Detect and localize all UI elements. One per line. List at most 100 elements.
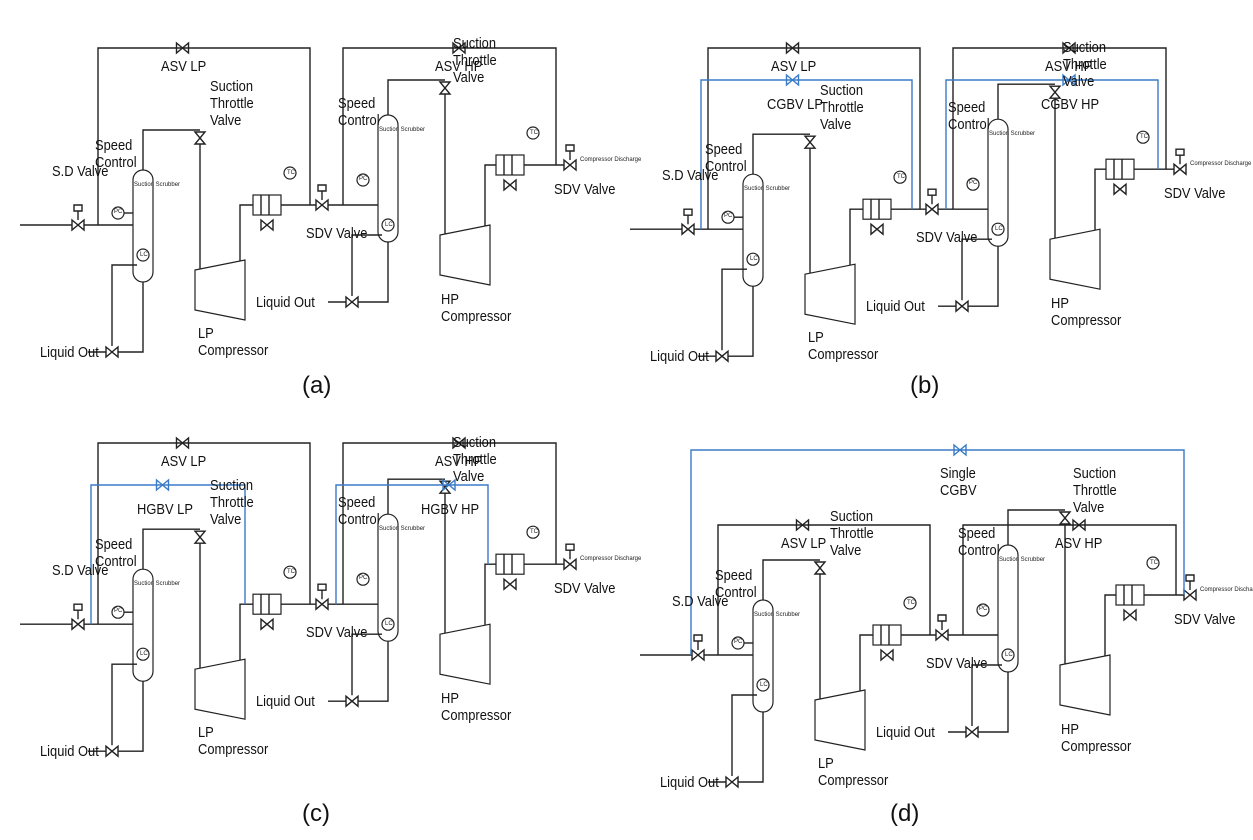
hp-lc-text: LC — [385, 222, 393, 228]
lp-lc-icon — [756, 678, 770, 692]
hp-liquid-valve-symbol — [955, 299, 969, 313]
panel-a-schematic — [20, 41, 577, 359]
sdv-mid-label: SDV Valve — [916, 229, 978, 247]
hp-lc-text: LC — [385, 621, 393, 628]
sdv-mid-symbol — [315, 198, 329, 212]
hp-pc-text: PC — [359, 176, 368, 182]
sd-valve-actuator — [73, 204, 83, 220]
hp-suction-throttle-symbol — [1058, 511, 1072, 525]
lp-tc-text: TC — [287, 170, 295, 176]
liquid-out-lp-label: Liquid Out — [40, 344, 99, 361]
lp-discharge-line — [239, 204, 255, 261]
hp-pc-text: PC — [969, 180, 978, 187]
lp-pc-text: PC — [114, 608, 123, 615]
hp-cooler-symbol — [495, 154, 525, 176]
lp-gas-up-line — [762, 559, 820, 600]
hgbv-lp-symbol — [155, 478, 170, 492]
lp-tc-text: TC — [287, 569, 295, 576]
hp-pc-icon — [966, 177, 980, 191]
asv-lp-label: ASV LP — [780, 535, 826, 552]
lp-liquid-line — [118, 282, 144, 353]
lp-suction-throttle-symbol — [193, 530, 207, 544]
sdv-end-symbol — [1173, 162, 1187, 176]
hp-liquid-line — [358, 641, 389, 702]
lp-lc-signal — [111, 663, 137, 746]
cgbv-hp-loop — [945, 79, 1159, 210]
hp-tc-text: TC — [1150, 560, 1158, 566]
lp-tc-icon — [283, 565, 297, 579]
hp-lc-signal — [971, 664, 1002, 726]
lp-liquid-line — [118, 681, 144, 752]
hgbv-hp-loop — [335, 484, 489, 605]
lp-lc-icon — [136, 248, 150, 262]
hp-cooler-tubes — [1123, 585, 1133, 605]
hp-pc-text: PC — [979, 606, 988, 612]
asv-hp-symbol — [1062, 41, 1076, 55]
hgbv-hp-label: HGBV HP — [421, 501, 480, 518]
asv-hp-symbol — [1072, 518, 1086, 532]
hp-cooler-symbol — [495, 553, 525, 575]
hp-lc-icon — [381, 218, 395, 232]
hp-lc-text: LC — [995, 226, 1003, 233]
panel-d-caption: (d) — [890, 800, 920, 827]
hp-pc-icon — [976, 603, 990, 617]
asv-hp-symbol — [452, 41, 466, 55]
hp-liquid-valve-symbol — [965, 725, 979, 739]
lp-lc-icon — [136, 647, 150, 661]
panel-c-schematic — [20, 436, 577, 758]
lp-gas-up-line — [142, 528, 200, 570]
lp-suction-throttle-symbol — [803, 135, 817, 149]
liquid-out-lp-label: Liquid Out — [650, 348, 709, 366]
hp-lc-icon — [1001, 648, 1015, 662]
hp-gas-up-line — [997, 83, 1055, 120]
asv-hp-loop — [952, 47, 1167, 210]
sd-valve-symbol — [691, 648, 705, 662]
lp-gas-up-line — [142, 129, 200, 170]
hp-suction-throttle-symbol — [438, 81, 452, 95]
lp-lc-signal — [111, 264, 137, 346]
asv-lp-symbol — [175, 436, 190, 450]
hp-lc-signal — [351, 234, 382, 296]
lp-liquid-valve-symbol — [715, 349, 729, 363]
hp-liquid-line — [358, 242, 389, 303]
sd-valve-label: S.D Valve — [52, 163, 109, 180]
lp-lc-text: LC — [760, 682, 768, 688]
hp-pc-text: PC — [359, 575, 368, 582]
lp-liquid-line — [728, 286, 754, 357]
hp-tc-icon — [1136, 130, 1150, 144]
asv-hp-label: ASV HP — [1045, 58, 1093, 75]
asv-lp-symbol — [795, 518, 810, 532]
lp-cooler-fan-symbol — [260, 617, 274, 631]
lp-tc-text: TC — [897, 174, 905, 181]
suction-throttle-hp-label: Suction Throttle Valve — [1063, 39, 1107, 91]
asv-lp-symbol — [785, 41, 800, 55]
hp-tc-text: TC — [530, 529, 538, 536]
single-cgbv-label: Single CGBV — [940, 465, 977, 499]
sdv-end-symbol — [563, 158, 577, 172]
hp-tc-text: TC — [1140, 134, 1148, 141]
lp-liquid-valve-symbol — [105, 744, 119, 758]
asv-hp-symbol — [452, 436, 466, 450]
asv-lp-label: ASV LP — [770, 58, 816, 75]
panel-c-caption: (c) — [302, 800, 330, 827]
sd-valve-label: S.D Valve — [662, 167, 719, 185]
lp-liquid-valve-symbol — [725, 775, 739, 789]
sdv-end-actuator — [565, 543, 575, 560]
hp-liquid-line — [968, 246, 999, 307]
hp-cooler-symbol — [1115, 584, 1145, 606]
sd-valve-actuator — [73, 603, 83, 620]
hp-gas-up-line — [387, 79, 445, 115]
hp-cooler-tubes — [503, 554, 513, 575]
lp-cooler-fan-symbol — [880, 648, 894, 662]
lp-lc-text: LC — [140, 651, 148, 658]
lp-tc-icon — [903, 596, 917, 610]
sdv-end-actuator — [565, 144, 575, 160]
asv-hp-label: ASV HP — [435, 58, 483, 75]
sdv-end-actuator — [1185, 574, 1195, 590]
hp-cooler-fan-symbol — [1123, 608, 1137, 622]
compressor-discharge-text: Compressor Discharge — [580, 157, 642, 163]
hp-tc-icon — [1146, 556, 1160, 570]
lp-pc-text: PC — [724, 213, 733, 220]
